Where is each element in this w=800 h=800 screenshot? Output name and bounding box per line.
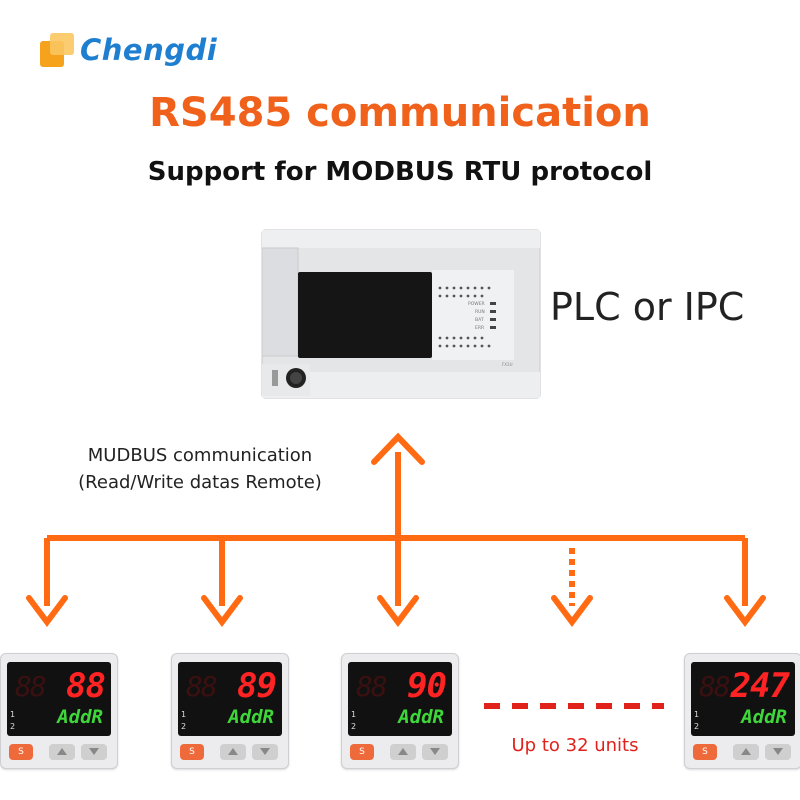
plc-device: POWER RUN BAT ERR FX3U bbox=[261, 229, 541, 399]
up-arrow-icon bbox=[733, 744, 759, 760]
plc-screen bbox=[298, 272, 432, 358]
pressure-switch-unit: 88 88 1 2 AddR S bbox=[0, 653, 118, 769]
set-button: S bbox=[350, 744, 374, 760]
plc-led-run: RUN bbox=[475, 309, 485, 315]
arrow-down-icon bbox=[201, 595, 243, 627]
unit-address-value: 90 bbox=[407, 666, 447, 706]
brand-logo: Chengdi bbox=[38, 30, 217, 70]
unit-display: 88 247 1 2 AddR bbox=[691, 662, 795, 736]
pressure-switch-unit: 88 89 1 2 AddR S bbox=[171, 653, 289, 769]
plc-led-err: ERR bbox=[475, 325, 484, 331]
set-button: S bbox=[9, 744, 33, 760]
arrow-down-icon bbox=[724, 595, 766, 627]
plc-run-switch bbox=[272, 370, 278, 386]
communication-label: MUDBUS communication (Read/Write datas R… bbox=[40, 442, 360, 496]
pressure-switch-unit: 88 90 1 2 AddR S bbox=[341, 653, 459, 769]
unit-addr-label: AddR bbox=[741, 706, 787, 728]
plc-status-leds: POWER RUN BAT ERR bbox=[468, 301, 496, 331]
plc-terminal-dots bbox=[438, 286, 491, 348]
plc-led-bat: BAT bbox=[475, 317, 484, 323]
unit-address-value: 247 bbox=[730, 666, 790, 706]
up-arrow-icon bbox=[390, 744, 416, 760]
unit-addr-label: AddR bbox=[398, 706, 444, 728]
rs485-bus bbox=[44, 452, 748, 606]
up-arrow-icon bbox=[49, 744, 75, 760]
set-button: S bbox=[180, 744, 204, 760]
page-title: RS485 communication bbox=[149, 90, 651, 136]
unit-addr-label: AddR bbox=[228, 706, 274, 728]
arrow-down-icon bbox=[26, 595, 68, 627]
unit-addr-label: AddR bbox=[57, 706, 103, 728]
brand-name: Chengdi bbox=[80, 33, 218, 67]
page-subtitle: Support for MODBUS RTU protocol bbox=[147, 157, 653, 187]
arrow-up-icon bbox=[371, 432, 425, 465]
down-arrow-icon bbox=[81, 744, 107, 760]
down-arrow-icon bbox=[252, 744, 278, 760]
down-arrow-icon bbox=[765, 744, 791, 760]
unit-display: 88 89 1 2 AddR bbox=[178, 662, 282, 736]
communication-label-line1: MUDBUS communication bbox=[87, 445, 313, 466]
logo-icon bbox=[38, 31, 76, 69]
arrow-down-icon bbox=[551, 595, 593, 627]
down-arrow-icon bbox=[422, 744, 448, 760]
unit-address-value: 89 bbox=[237, 666, 277, 706]
unit-address-value: 88 bbox=[66, 666, 106, 706]
up-arrow-icon bbox=[220, 744, 246, 760]
set-button: S bbox=[693, 744, 717, 760]
plc-led-power: POWER bbox=[468, 301, 485, 307]
pressure-switch-unit: 88 247 1 2 AddR S bbox=[684, 653, 800, 769]
units-count-label: Up to 32 units bbox=[511, 735, 639, 756]
unit-display: 88 88 1 2 AddR bbox=[7, 662, 111, 736]
communication-label-line2: (Read/Write datas Remote) bbox=[78, 472, 322, 493]
arrow-down-icon bbox=[377, 595, 419, 627]
plc-label: PLC or IPC bbox=[550, 285, 745, 329]
plc-model-label: FX3U bbox=[502, 362, 513, 367]
unit-display: 88 90 1 2 AddR bbox=[348, 662, 452, 736]
